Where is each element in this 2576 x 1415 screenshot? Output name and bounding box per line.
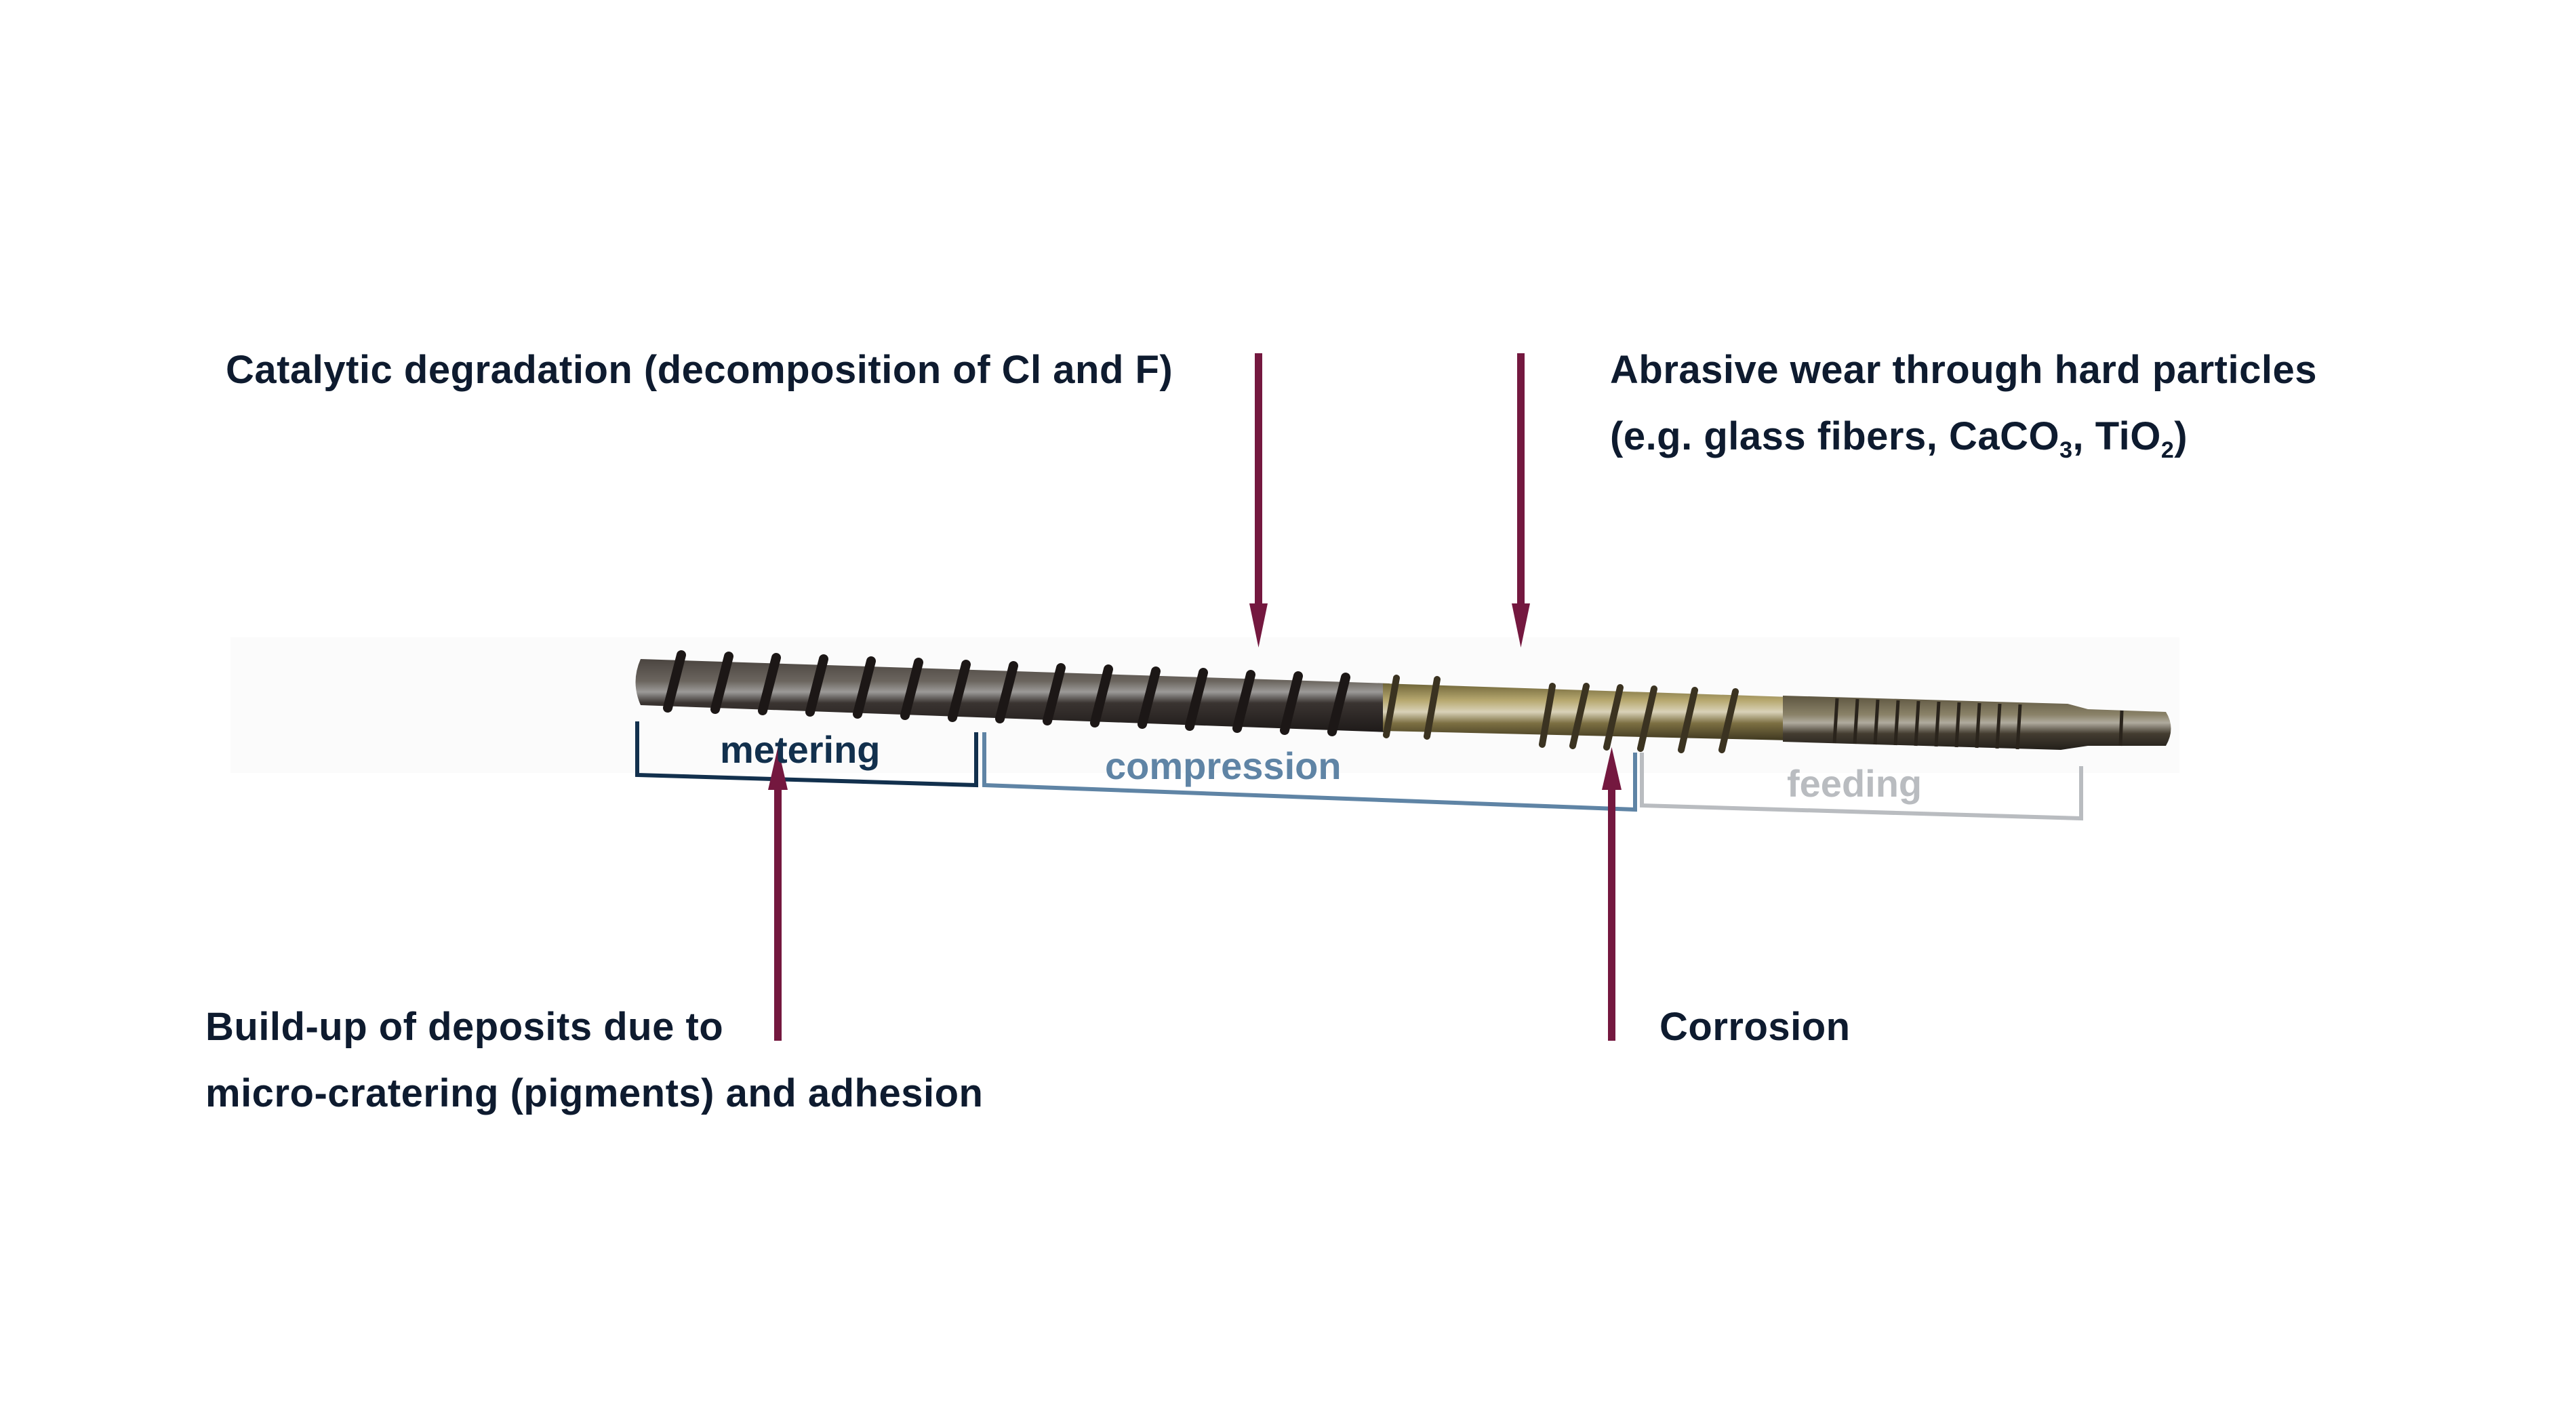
abrasive-line-2: (e.g. glass fibers, CaCO3, TiO2) [1610, 403, 2317, 470]
metering-bracket [635, 721, 978, 788]
buildup-line-2: micro-cratering (pigments) and adhesion [205, 1071, 984, 1115]
arrow-down-catalytic [1249, 353, 1268, 647]
screw-feeding-grooves [1832, 698, 2124, 750]
extruder-screw [635, 650, 2171, 753]
arrow-up-buildup [768, 747, 788, 1041]
abrasive-line-2-mid: , TiO [2072, 414, 2161, 458]
abrasive-line-1: Abrasive wear through hard particles [1610, 348, 2317, 392]
buildup-line-1: Build-up of deposits due to [205, 1005, 724, 1049]
arrow-up-corrosion [1602, 747, 1622, 1041]
abrasive-line-2-text: (e.g. glass fibers, CaCO [1610, 414, 2060, 458]
corrosion-annotation: Corrosion [1659, 1005, 1851, 1049]
abrasive-line-2-suffix: ) [2174, 414, 2188, 458]
abrasive-wear-annotation: Abrasive wear through hard particles (e.… [1610, 337, 2317, 470]
subscript-3: 3 [2059, 437, 2073, 463]
arrow-down-abrasive [1512, 353, 1530, 647]
compression-label: compression [1105, 744, 1342, 787]
feeding-label: feeding [1787, 762, 1923, 805]
compression-bracket [982, 732, 1637, 812]
buildup-deposits-annotation: Build-up of deposits due to micro-crater… [205, 994, 983, 1127]
subscript-2: 2 [2160, 437, 2175, 463]
metering-label: metering [720, 728, 881, 771]
screw-flights-compression [1383, 675, 1739, 753]
feeding-bracket [1640, 753, 2083, 821]
screw-flights [663, 650, 1350, 736]
catalytic-degradation-annotation: Catalytic degradation (decomposition of … [226, 348, 1173, 392]
